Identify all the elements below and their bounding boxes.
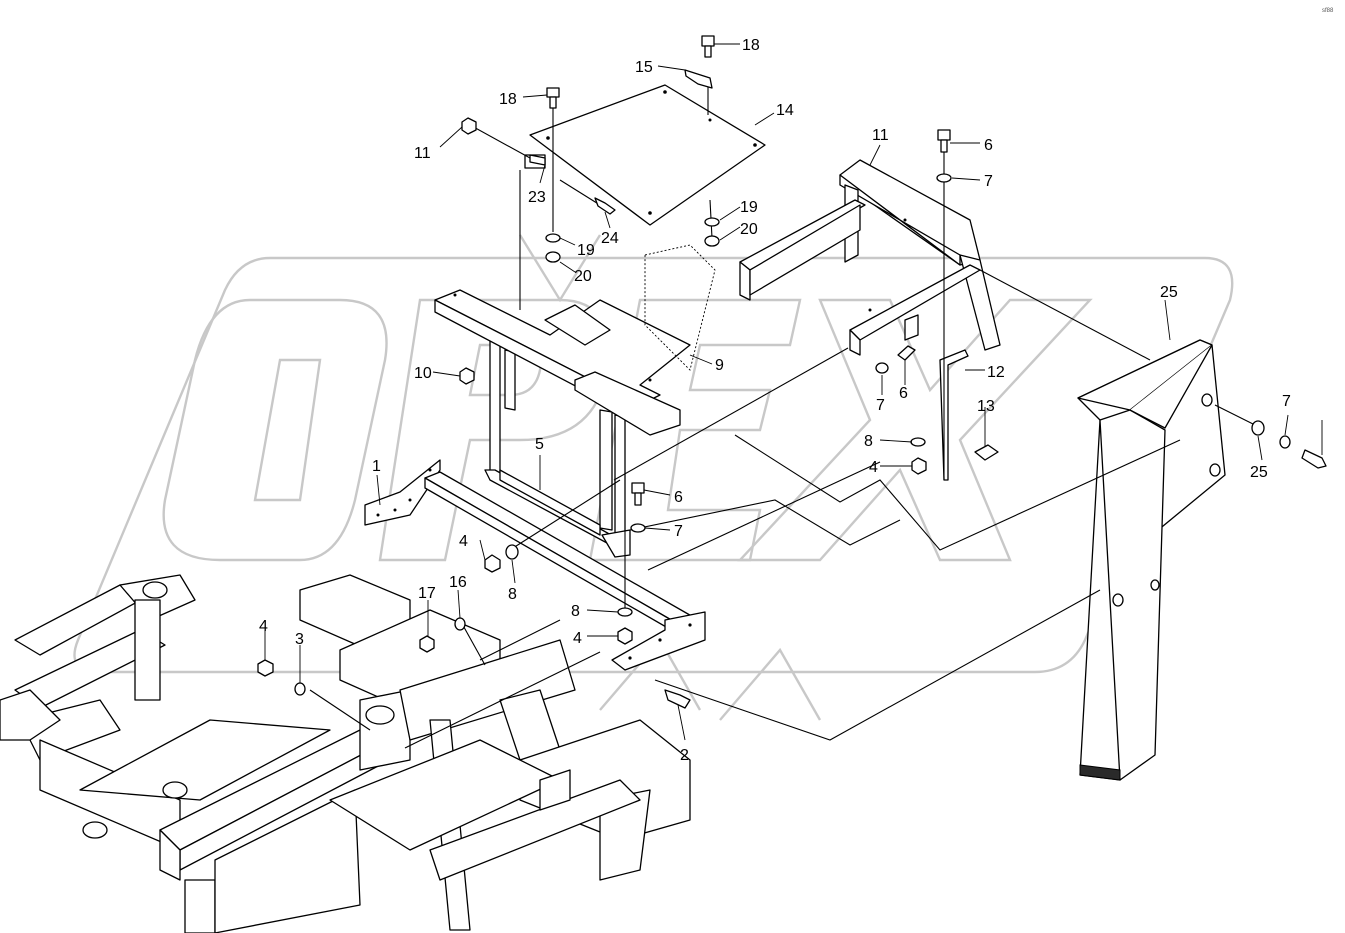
callout-4-right: 4 bbox=[869, 459, 878, 476]
callout-6-low: 6 bbox=[674, 489, 683, 506]
part-9-upper-crossbar bbox=[434, 289, 691, 436]
callout-16: 14 bbox=[776, 102, 794, 119]
callout-11-left: 11 bbox=[414, 145, 431, 162]
callout-24: 25 bbox=[1250, 464, 1268, 481]
callout-4-bottom: 4 bbox=[573, 630, 582, 647]
callout-7-mid: 7 bbox=[876, 397, 885, 414]
callout-19-left: 19 bbox=[577, 242, 595, 259]
callout-19-right: 19 bbox=[740, 199, 758, 216]
callout-14: 16 bbox=[449, 574, 467, 591]
watermark-logo bbox=[73, 234, 1234, 721]
callout-10: 10 bbox=[414, 365, 432, 382]
callout-3: 3 bbox=[295, 631, 304, 648]
callout-20-right: 20 bbox=[740, 221, 758, 238]
callout-22: 24 bbox=[601, 230, 619, 247]
callout-20-left: 20 bbox=[574, 268, 592, 285]
callout-4-left: 4 bbox=[259, 618, 268, 635]
callout-15: 17 bbox=[418, 585, 436, 602]
callout-2: 2 bbox=[680, 747, 689, 764]
callout-8-low: 8 bbox=[508, 586, 517, 603]
callout-leaders bbox=[264, 43, 1323, 741]
assembly-lines bbox=[309, 80, 1256, 749]
rubber-flap bbox=[644, 244, 716, 371]
callout-18-left: 18 bbox=[499, 91, 517, 108]
part-16-cover-plate bbox=[524, 84, 766, 226]
callout-5: 5 bbox=[535, 436, 544, 453]
corner-code: sf88 bbox=[1322, 8, 1334, 14]
part-11-right-frame bbox=[739, 159, 1001, 356]
callout-1: 1 bbox=[372, 458, 381, 475]
chassis-frame bbox=[0, 574, 691, 933]
callout-13: 13 bbox=[977, 398, 995, 415]
callout-21: 23 bbox=[528, 189, 546, 206]
callout-6-top: 6 bbox=[984, 137, 993, 154]
callout-12: 12 bbox=[987, 364, 1005, 381]
fasteners bbox=[257, 35, 1327, 709]
lower-crossbar bbox=[424, 471, 706, 671]
callout-18-top: 18 bbox=[742, 37, 760, 54]
callout-7-right: 7 bbox=[1282, 393, 1291, 410]
part-23-right-fender bbox=[1077, 339, 1226, 781]
callout-4-mid: 4 bbox=[459, 533, 468, 550]
callout-8-right: 8 bbox=[864, 433, 873, 450]
part-1-left-bracket bbox=[364, 459, 441, 526]
callout-labels: 18 15 18 14 11 11 6 7 23 19 20 24 19 20 … bbox=[259, 37, 1291, 764]
callout-7-top: 7 bbox=[984, 173, 993, 190]
callout-23: 25 bbox=[1160, 284, 1178, 301]
callout-9: 9 bbox=[715, 357, 724, 374]
callout-7-low: 7 bbox=[674, 523, 683, 540]
callout-8-bottom: 8 bbox=[571, 603, 580, 620]
callout-6-mid: 6 bbox=[899, 385, 908, 402]
callout-11-right: 11 bbox=[872, 127, 889, 144]
callout-17: 15 bbox=[635, 59, 653, 76]
